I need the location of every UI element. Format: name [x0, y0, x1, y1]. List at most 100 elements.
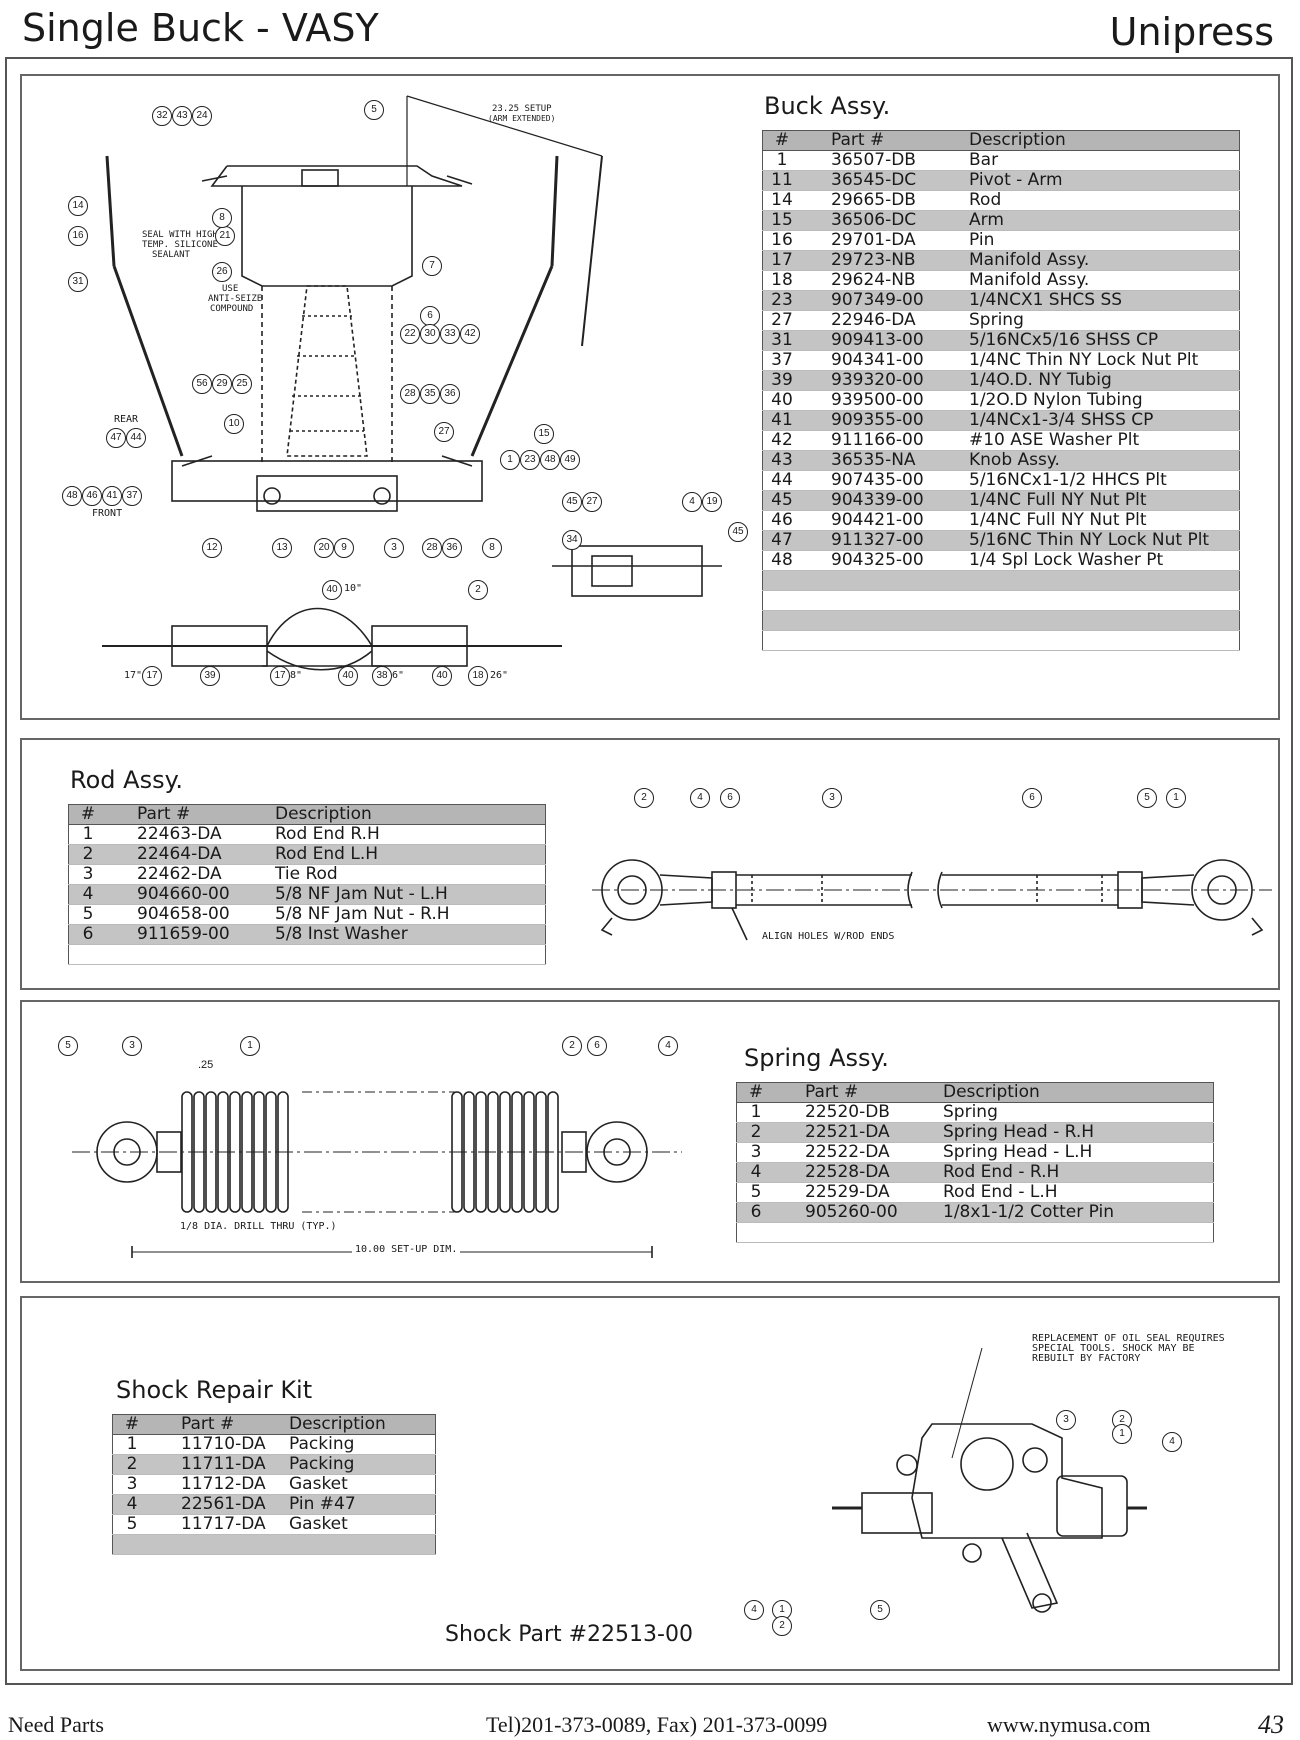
- drawing-label: (ARM EXTENDED): [488, 114, 556, 123]
- cell-description: Knob Assy.: [965, 450, 1240, 471]
- cell-number: 1: [736, 1102, 775, 1123]
- cell-description: Gasket: [285, 1474, 436, 1495]
- cell-part: 911659-00: [107, 924, 271, 945]
- cell-number: 6: [68, 924, 107, 945]
- cell-description: 1/4NCX1 SHCS SS: [965, 290, 1240, 311]
- callout-bubble: 20: [314, 538, 334, 558]
- cell-part: 907349-00: [801, 290, 965, 311]
- callout-bubble: 18: [468, 666, 488, 686]
- callout-bubble: 26: [212, 262, 232, 282]
- cell-description: Pin #47: [285, 1494, 436, 1515]
- cell-part: 904660-00: [107, 884, 271, 905]
- cell-part: 36545-DC: [801, 170, 965, 191]
- cell-number: [762, 570, 801, 591]
- callout-bubble: 8: [212, 208, 232, 228]
- cell-description: 1/4NC Full NY Nut Plt: [965, 510, 1240, 531]
- callout-bubble: 47: [106, 428, 126, 448]
- cell-description: [965, 610, 1240, 631]
- drawing-label: 6": [392, 670, 405, 681]
- cell-description: #10 ASE Washer Plt: [965, 430, 1240, 451]
- callout-bubble: 1: [240, 1036, 260, 1056]
- page-header-title: Single Buck - VASY: [22, 6, 379, 50]
- table-row: [762, 570, 1240, 591]
- drawing-label: REAR: [114, 414, 139, 425]
- callout-bubble: 23: [520, 450, 540, 470]
- cell-number: [68, 944, 107, 965]
- cell-part: 11717-DA: [151, 1514, 285, 1535]
- drawing-label: ANTI-SEIZE: [208, 294, 263, 304]
- spring-coil: [499, 1091, 511, 1213]
- cell-part: 29701-DA: [801, 230, 965, 251]
- cell-description: Spring Head - L.H: [939, 1142, 1214, 1163]
- callout-bubble: 3: [122, 1036, 142, 1056]
- cell-description: Bar: [965, 150, 1240, 171]
- cell-part: 904325-00: [801, 550, 965, 571]
- cell-description: [965, 630, 1240, 651]
- spring-coil: [229, 1091, 241, 1213]
- callout-bubble: 4: [658, 1036, 678, 1056]
- cell-part: 22521-DA: [775, 1122, 939, 1143]
- cell-part: 36506-DC: [801, 210, 965, 231]
- callout-bubble: 5: [364, 100, 384, 120]
- drawing-label: 10": [344, 583, 363, 594]
- table-row: [68, 944, 546, 965]
- cell-number: 48: [762, 550, 801, 571]
- cell-description: 5/8 Inst Washer: [271, 924, 546, 945]
- drawing-label: 23.25 SETUP: [492, 104, 552, 114]
- callout-bubble: 29: [212, 374, 232, 394]
- callout-bubble: 31: [68, 272, 88, 292]
- cell-part: 22528-DA: [775, 1162, 939, 1183]
- callout-bubble: 32: [152, 106, 172, 126]
- callout-bubble: 4: [744, 1600, 764, 1620]
- cell-number: 46: [762, 510, 801, 531]
- spring-setup-dim: 10.00 SET-UP DIM.: [352, 1244, 461, 1255]
- cell-part: 907435-00: [801, 470, 965, 491]
- cell-description: Tie Rod: [271, 864, 546, 885]
- cell-part: 905260-00: [775, 1202, 939, 1223]
- cell-description: Packing: [285, 1434, 436, 1455]
- cell-part: 22462-DA: [107, 864, 271, 885]
- callout-bubble: 14: [68, 196, 88, 216]
- callout-bubble: 36: [440, 384, 460, 404]
- footer-phone-fax: Tel)201-373-0089, Fax) 201-373-0099: [486, 1712, 828, 1737]
- spring-coil: [193, 1091, 205, 1213]
- cell-part: 904421-00: [801, 510, 965, 531]
- drawing-label: 8": [290, 670, 303, 681]
- callout-bubble: 38: [372, 666, 392, 686]
- cell-description: 1/4 Spl Lock Washer Pt: [965, 550, 1240, 571]
- shock-note-line: REBUILT BY FACTORY: [1032, 1353, 1141, 1364]
- spring-coil: [253, 1091, 265, 1213]
- footer-need-parts: Need Parts: [8, 1712, 104, 1737]
- cell-part: [107, 944, 271, 965]
- callout-bubble: 22: [400, 324, 420, 344]
- cell-description: Arm: [965, 210, 1240, 231]
- callout-bubble: 40: [432, 666, 452, 686]
- callout-bubble: 10: [224, 414, 244, 434]
- callout-bubble: 6: [1022, 788, 1042, 808]
- cell-number: 44: [762, 470, 801, 491]
- callout-bubble: 2: [772, 1616, 792, 1636]
- col-number: #: [736, 1082, 775, 1103]
- cell-part: 939320-00: [801, 370, 965, 391]
- cell-part: 939500-00: [801, 390, 965, 411]
- cell-description: [965, 590, 1240, 611]
- cell-number: [762, 610, 801, 631]
- callout-bubble: 3: [384, 538, 404, 558]
- cell-part: 909413-00: [801, 330, 965, 351]
- cell-part: 22529-DA: [775, 1182, 939, 1203]
- cell-number: 23: [762, 290, 801, 311]
- cell-part: 904658-00: [107, 904, 271, 925]
